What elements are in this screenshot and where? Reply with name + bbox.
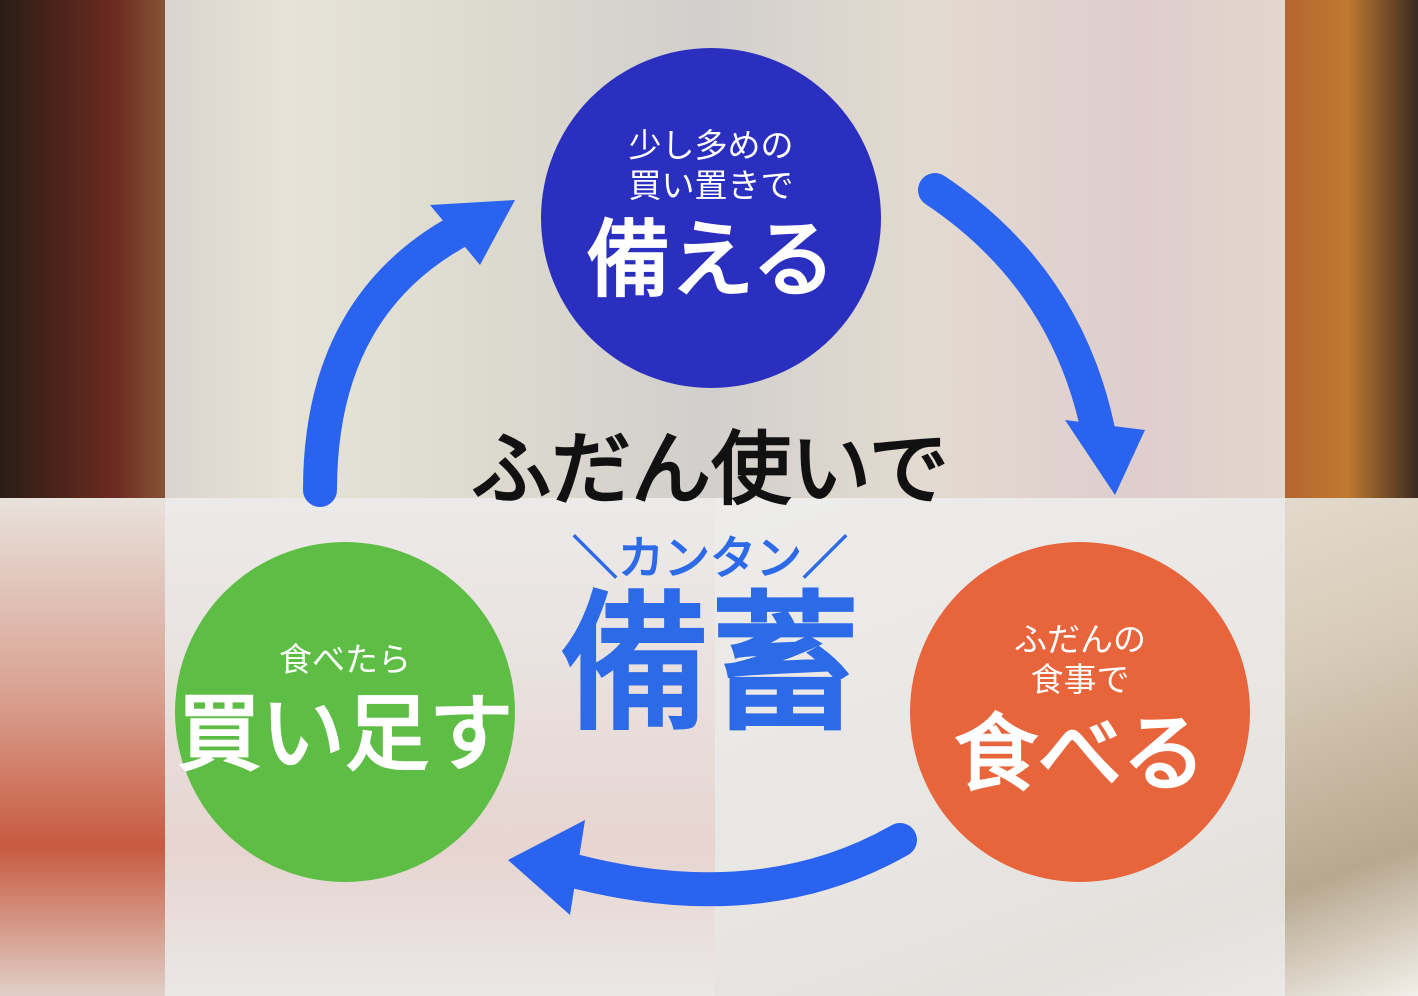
arrow-restock-to-prepare bbox=[303, 208, 487, 507]
restock-sub-1: 食べたら bbox=[279, 640, 411, 679]
arrow-prepare-to-eat bbox=[918, 173, 1117, 457]
arrowhead-icon bbox=[430, 200, 515, 265]
headline: ふだん使いで bbox=[471, 423, 949, 516]
eat-sub-1: ふだんの bbox=[1014, 620, 1146, 659]
main-title: 備蓄 bbox=[559, 578, 860, 752]
arrowhead-icon bbox=[508, 820, 585, 915]
prepare-sub-2: 買い置きで bbox=[628, 166, 794, 205]
arrowhead-icon bbox=[1065, 420, 1145, 495]
prepare-sub-1: 少し多めの bbox=[628, 126, 794, 165]
eat-circle: ふだんの 食事で 食べる bbox=[910, 542, 1250, 882]
tagline: ＼カンタン／ bbox=[572, 531, 848, 585]
eat-sub-2: 食事で bbox=[1030, 660, 1130, 699]
prepare-label: 備える bbox=[586, 211, 836, 309]
restock-circle: 食べたら 買い足す bbox=[175, 542, 515, 882]
restock-label: 買い足す bbox=[176, 685, 513, 783]
arrow-eat-to-restock bbox=[553, 823, 917, 907]
eat-label: 食べる bbox=[953, 705, 1206, 803]
prepare-circle: 少し多めの 買い置きで 備える bbox=[541, 48, 881, 388]
